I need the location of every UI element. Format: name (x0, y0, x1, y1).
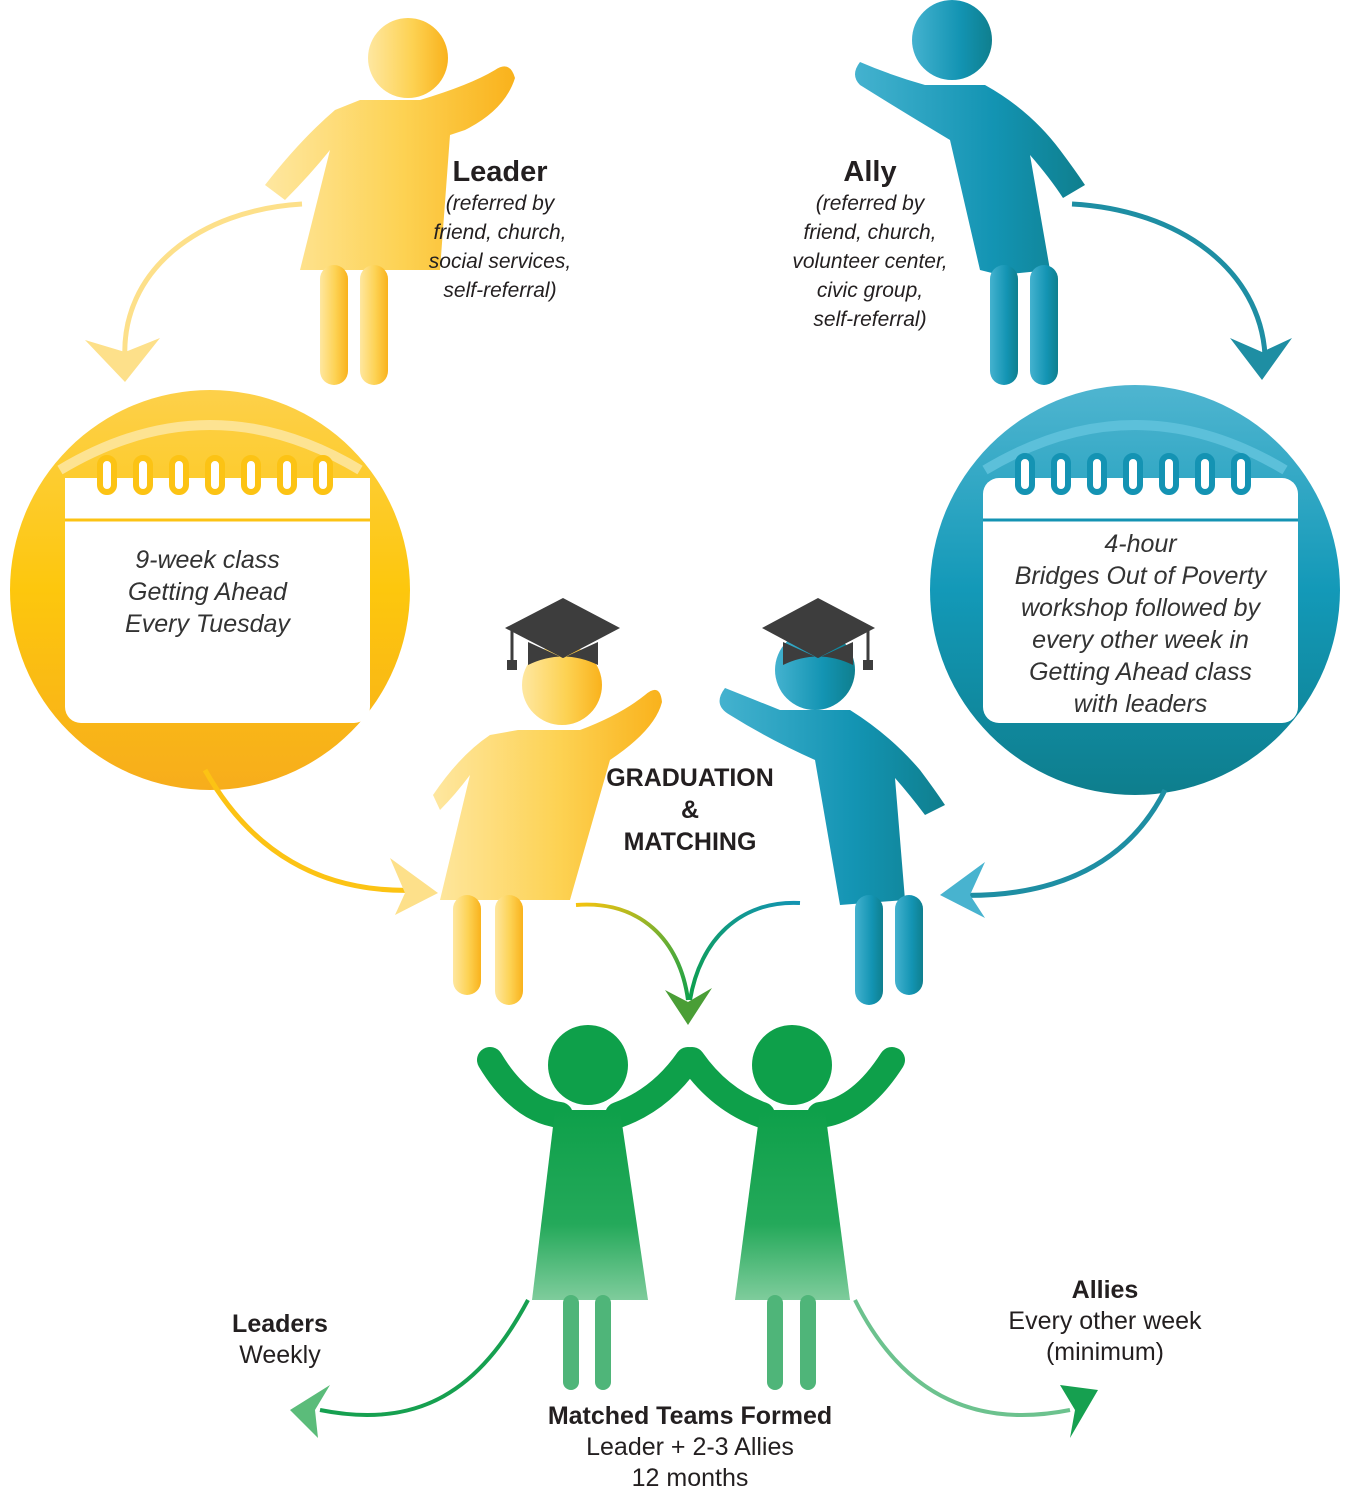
ally-class-line: workshop followed by (1020, 594, 1260, 622)
ally-title: Ally (843, 156, 897, 188)
allies-frequency-label: Allies Every other week (minimum) (970, 1275, 1240, 1368)
ally-class-line: every other week in (1032, 626, 1249, 654)
graduation-line: GRADUATION (606, 764, 774, 792)
matched-team-figures-icon (477, 1025, 905, 1390)
leader-figure-icon (265, 18, 515, 385)
matched-teams-duration: 12 months (631, 1464, 749, 1492)
allies-frequency-note: (minimum) (1045, 1338, 1165, 1366)
arrow-ally-class-to-graduation (940, 788, 1168, 918)
arrow-graduates-to-team (575, 900, 801, 1025)
leader-label: Leader (referred by friend, church, soci… (400, 155, 600, 305)
graduation-cap-icon (505, 598, 620, 670)
leader-class-line: Every Tuesday (125, 610, 290, 638)
ally-figure-icon (855, 0, 1085, 385)
ally-class-line: with leaders (1073, 690, 1208, 718)
leaders-frequency-title: Leaders (232, 1310, 328, 1338)
leaders-frequency-value: Weekly (239, 1341, 321, 1369)
ally-referral-line: volunteer center, (792, 250, 948, 273)
graduate-leader-figure-icon (433, 645, 662, 1005)
ally-class-line: Bridges Out of Poverty (1014, 562, 1267, 590)
ally-class-line: Getting Ahead class (1029, 658, 1252, 686)
arrow-leader-class-to-graduation (202, 768, 438, 915)
matched-teams-label: Matched Teams Formed Leader + 2-3 Allies… (480, 1401, 900, 1494)
leader-class-line: Getting Ahead (128, 578, 287, 606)
ally-class-line: 4-hour (1104, 530, 1177, 558)
ally-referral-line: (referred by (815, 192, 925, 215)
leader-class-text: 9-week class Getting Ahead Every Tuesday (65, 544, 350, 640)
leader-referral-line: social services, (428, 250, 572, 273)
arrow-team-to-allies (853, 1299, 1098, 1438)
leaders-frequency-label: Leaders Weekly (190, 1309, 370, 1371)
ally-referral-line: civic group, (816, 279, 924, 302)
ally-label: Ally (referred by friend, church, volunt… (770, 155, 970, 334)
ally-referral-line: self-referral) (813, 308, 927, 331)
graduation-matching-label: GRADUATION & MATCHING (585, 762, 795, 858)
arrow-leader-to-class (85, 201, 303, 382)
arrow-ally-to-class (1071, 201, 1292, 380)
leader-referral-line: self-referral) (443, 279, 557, 302)
allies-frequency-title: Allies (1071, 1276, 1139, 1304)
graduation-line: & (680, 796, 700, 824)
ally-referral-line: friend, church, (803, 221, 937, 244)
ally-class-text: 4-hour Bridges Out of Poverty workshop f… (983, 528, 1298, 720)
leader-referral-line: friend, church, (433, 221, 567, 244)
matched-teams-title: Matched Teams Formed (547, 1402, 833, 1430)
ally-class-calendar-icon (930, 385, 1340, 795)
matched-teams-composition: Leader + 2-3 Allies (586, 1433, 794, 1461)
leader-title: Leader (452, 156, 548, 188)
leader-referral-line: (referred by (445, 192, 555, 215)
graduation-line: MATCHING (623, 828, 757, 856)
arrow-team-to-leaders (290, 1299, 530, 1438)
graduation-cap-icon-2 (762, 598, 875, 670)
allies-frequency-value: Every other week (1008, 1307, 1202, 1335)
leader-class-calendar-icon (10, 390, 410, 790)
leader-class-line: 9-week class (135, 546, 280, 574)
